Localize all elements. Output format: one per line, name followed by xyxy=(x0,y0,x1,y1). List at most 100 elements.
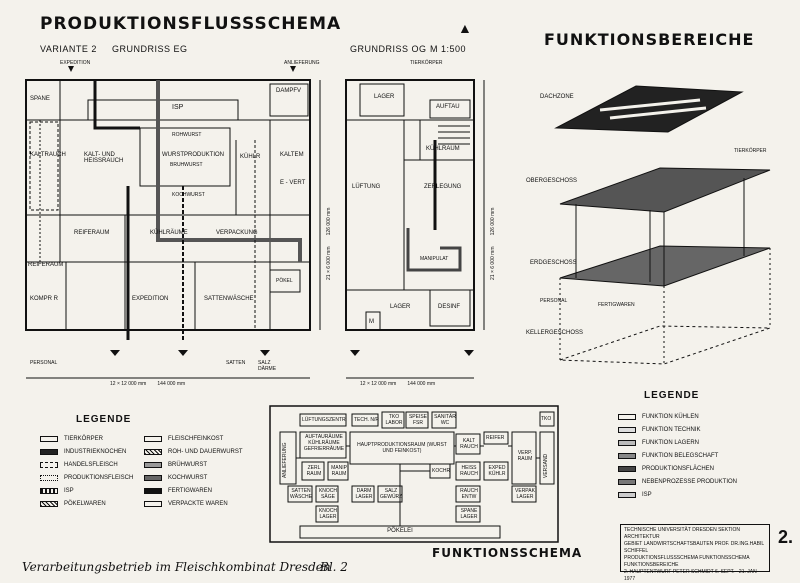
legend-item: ISP xyxy=(618,488,737,501)
scheme-box-auftau xyxy=(299,431,347,459)
eg-label-kalt-heiss: KALT- UND HEISSRAUCH xyxy=(84,152,124,164)
scheme-box-zerl xyxy=(301,461,325,481)
scheme-label-salz: SALZ GEWÜRZ xyxy=(380,488,403,500)
eg-label-kompr: KOMPR R xyxy=(30,296,59,302)
scheme-label-knochsage: KNOCH SÄGE xyxy=(318,488,338,500)
eg-label-salz: SALZ DÄRME xyxy=(258,360,277,372)
legend-right-list: FUNKTION KÜHLEN FUNKTION TECHNIK FUNKTIO… xyxy=(618,410,737,501)
scheme-box-rauchentw xyxy=(455,485,481,503)
eg-label-anlieferung-top: ANLIEFERUNG xyxy=(284,60,320,66)
og-outline xyxy=(345,79,475,331)
scheme-box-spanelager xyxy=(455,505,481,523)
og-room-m xyxy=(365,311,381,331)
eg-label-wurstproduktion: WURSTPRODUKTION xyxy=(162,152,224,158)
eg-label-evert: E - VERT xyxy=(280,180,306,186)
og-room-auftau xyxy=(429,99,471,119)
main-title: PRODUKTIONSFLUSSSCHEMA xyxy=(40,14,342,34)
legend-item: FUNKTION BELEGSCHAFT xyxy=(618,449,737,462)
eg-room-isp xyxy=(87,99,239,121)
eg-label-expedition-top: EXPEDITION xyxy=(60,60,91,66)
footer-project-title: Verarbeitungsbetrieb im Fleischkombinat … xyxy=(22,560,331,574)
scheme-box-speise xyxy=(405,411,429,429)
ground-floor xyxy=(559,245,771,287)
eg-label-reiferaum: REIFERAUM xyxy=(74,230,110,236)
entry-arrow-icon xyxy=(260,350,270,356)
footer-sheet: Bl. 2 xyxy=(320,560,348,574)
legend-swatch xyxy=(40,500,58,507)
scheme-label-auftau: AUFTAURÄUME KÜHLRÄUME GEFRIERRÄUME xyxy=(303,434,345,452)
eg-room-dampf xyxy=(269,83,309,117)
eg-label-bruhwurst: BRUHWURST xyxy=(170,162,203,168)
legend-item: VERPACKTE WAREN xyxy=(144,497,243,510)
scheme-label-sanitar: SANITÄR WC xyxy=(434,414,456,426)
scheme-label-spanelager: SPANE LAGER xyxy=(460,508,478,520)
floor-eg-label: GRUNDRISS EG xyxy=(112,44,188,54)
scheme-label-verpaklager: VERPAK LAGER xyxy=(515,488,535,500)
scheme-label-tko: TKO xyxy=(541,416,552,422)
scheme-label-versand: VERSAND xyxy=(543,453,549,478)
eg-label-kaltem: KALTEM xyxy=(280,152,304,158)
scheme-box-exped xyxy=(483,461,509,481)
eg-label-kuhlraume: KÜHLRÄUME xyxy=(150,230,188,236)
eg-room-kompr xyxy=(25,261,67,331)
legend-item: FUNKTION KÜHLEN xyxy=(618,410,737,423)
eg-label-reiferaum2: REIFERAUM xyxy=(28,262,64,268)
function-scheme xyxy=(269,405,559,543)
scheme-box-heissrauch xyxy=(455,461,481,481)
axon-label-fertigwaren: FERTIGWAREN xyxy=(598,302,635,308)
og-label-zerlegung: ZERLEGUNG xyxy=(424,184,462,190)
scheme-box-knochsage xyxy=(315,485,339,503)
og-room-desinf xyxy=(429,289,471,327)
scheme-label-hauptproduktion: HAUPTPRODUKTIONSRAUM (WURST UND FEINKOST… xyxy=(357,442,447,454)
eg-label-personal: PERSONAL xyxy=(30,360,58,366)
axon-label-tierkorper: TIERKÖRPER xyxy=(734,148,767,154)
axon-label-obergeschoss: OBERGESCHOSS xyxy=(526,178,578,184)
eg-label-spane: SPANE xyxy=(30,96,50,102)
functions-title: FUNKTIONSBEREICHE xyxy=(544,30,755,49)
og-label-manipulat: MANIPULAT xyxy=(420,256,449,262)
legend-item: HANDELSFLEISCH xyxy=(40,458,133,471)
legend-swatch xyxy=(144,448,162,455)
og-dimension: 12 × 12 000 mm 144 000 mm xyxy=(360,381,436,387)
og-label-kuhlraum: KÜHLRAUM xyxy=(426,146,460,152)
axonometry xyxy=(554,85,771,365)
scheme-label-anlieferung: ANLIEFERUNG xyxy=(282,442,288,478)
axon-label-erdgeschoss: ERDGESCHOSS xyxy=(530,260,577,266)
entry-arrow-icon xyxy=(350,350,360,356)
eg-label-rohwurst: ROHWURST xyxy=(172,132,202,138)
scheme-box-verpaklager xyxy=(511,485,537,503)
eg-label-satten: SATTEN xyxy=(226,360,246,366)
scale-label: M 1:500 xyxy=(430,44,467,54)
og-label-auftau: AUFTAU xyxy=(436,104,460,110)
legend-swatch xyxy=(618,491,636,498)
eg-label-dampfv: DAMPFV xyxy=(276,88,302,94)
legend-swatch xyxy=(618,478,636,485)
entry-arrow-icon xyxy=(110,350,120,356)
scheme-label-tech: TECH. N/R xyxy=(354,417,379,423)
function-scheme-title: FUNKTIONSSCHEMA xyxy=(432,546,583,560)
legend-item: PRODUKTIONSFLÄCHEN xyxy=(618,462,737,475)
upper-floor xyxy=(559,167,771,213)
eg-kaltrauch xyxy=(29,121,59,211)
legend-item: ROH- UND DAUERWURST xyxy=(144,445,243,458)
legend-left-title: LEGENDE xyxy=(76,414,132,425)
scheme-label-darmlager: DARM LAGER xyxy=(355,488,373,500)
scheme-label-rauchentw: RAUCH ENTW xyxy=(460,488,478,500)
legend-swatch xyxy=(40,474,58,481)
axon-label-personal: PERSONAL xyxy=(540,298,568,304)
variant-label: VARIANTE 2 xyxy=(40,44,97,54)
scheme-box-hauptproduktion xyxy=(349,431,455,465)
roof-zone xyxy=(554,85,744,133)
legend-swatch xyxy=(618,413,636,420)
eg-room-wurst xyxy=(139,127,231,187)
legend-swatch xyxy=(40,487,58,494)
eg-label-verpackung: VERPACKUNG xyxy=(216,230,258,236)
scheme-box-knochlager xyxy=(315,505,339,523)
eg-label-kochwurst: KOCHWURST xyxy=(172,192,205,198)
scheme-box-reifer xyxy=(483,431,509,445)
legend-item: TIERKÖRPER xyxy=(40,432,133,445)
scheme-box-manip xyxy=(327,461,349,481)
scheme-box-kaltrauch xyxy=(455,433,481,455)
entry-arrow-icon xyxy=(68,66,74,72)
legend-swatch xyxy=(618,465,636,472)
